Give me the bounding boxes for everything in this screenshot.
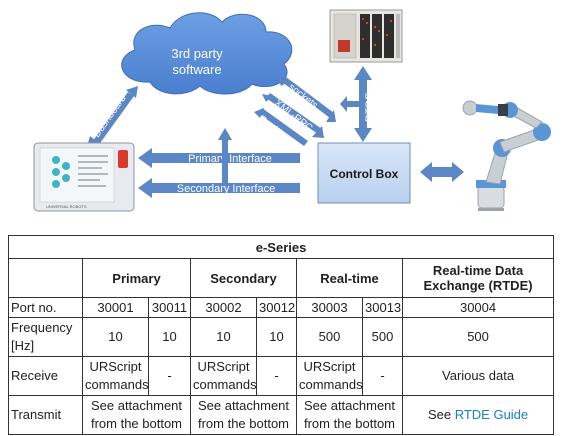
control-box-label: Control Box [330,167,399,181]
frequency-realtime-alt: 500 [362,317,403,357]
port-realtime: 30003 [296,297,363,318]
table-row-frequency: Frequency[Hz] 10 10 10 10 500 500 500 [8,317,555,357]
secondary-interface-arrow: Secondary Interface [138,178,300,198]
architecture-diagram: 3rd party software Control Box RTDE [33,9,551,212]
dashboard-arrow: Dashboard [86,86,138,150]
receive-primary-alt: - [148,356,191,396]
control-box-robot-arrow [420,162,464,182]
primary-interface-label: Primary Interface [188,153,272,165]
rtde-label: RTDE [364,92,376,122]
frequency-realtime: 500 [296,317,363,357]
transmit-rtde: See RTDE Guide [401,395,555,435]
plc-device-image [329,9,403,63]
table-title-row: e-Series [7,235,555,259]
frequency-primary-alt: 10 [148,317,191,357]
interfaces-table-container: e-Series Primary Secondary Real-time Rea… [7,235,555,435]
table-row-port: Port no. 30001 30011 30002 30012 30003 3… [8,297,555,318]
frequency-label: Frequency[Hz] [8,317,83,357]
frequency-secondary-alt: 10 [256,317,297,357]
table-title: e-Series [7,235,555,259]
frequency-secondary: 10 [190,317,257,357]
table-header-row: Primary Secondary Real-time Real-time Da… [8,258,555,298]
header-realtime: Real-time [296,258,403,298]
teach-pendant-image: UNIVERSAL ROBOTS [33,142,135,212]
receive-secondary-alt: - [256,356,297,396]
port-primary: 30001 [82,297,149,318]
header-rtde: Real-time Data Exchange (RTDE) [401,258,555,298]
receive-rtde: Various data [401,356,555,396]
header-secondary: Secondary [190,258,297,298]
frequency-rtde: 500 [401,317,555,357]
port-secondary: 30002 [190,297,257,318]
control-box: Control Box [317,142,411,204]
rtde-arrow: RTDE [340,66,376,142]
header-empty [8,258,83,298]
cloud-3rd-party-software: 3rd party software [121,12,293,95]
secondary-interface-label: Secondary Interface [177,183,275,195]
vertical-link-arrow [218,128,232,184]
frequency-primary: 10 [82,317,149,357]
receive-realtime-alt: - [362,356,403,396]
transmit-label: Transmit [8,395,83,435]
teach-pendant-brand: UNIVERSAL ROBOTS [46,204,87,209]
transmit-rtde-prefix: See [427,407,455,422]
receive-label: Receive [8,356,83,396]
port-rtde: 30004 [401,297,555,318]
port-realtime-alt: 30013 [362,297,403,318]
header-primary: Primary [82,258,191,298]
interfaces-table: e-Series Primary Secondary Real-time Rea… [7,235,555,435]
robot-arm-image [462,100,551,211]
cloud-label-line1: 3rd party [171,46,223,61]
dashboard-label: Dashboard [91,93,128,139]
port-label: Port no. [8,297,83,318]
rtde-guide-link[interactable]: RTDE Guide [454,407,529,422]
cloud-label-line2: software [172,62,221,77]
port-primary-alt: 30011 [148,297,191,318]
port-secondary-alt: 30012 [256,297,297,318]
primary-interface-arrow: Primary Interface [138,148,300,168]
